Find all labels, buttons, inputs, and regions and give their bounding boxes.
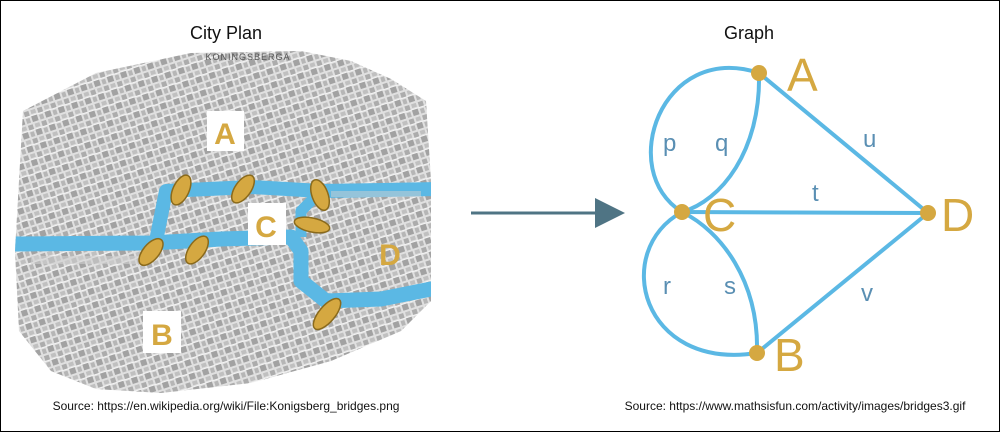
edge-p — [648, 65, 760, 214]
label-box-c — [248, 203, 286, 245]
edge-label-q: q — [715, 130, 728, 157]
edge-t — [681, 210, 929, 215]
edge-label-r: r — [663, 273, 671, 300]
map-caption: KONINGSBERGA — [205, 52, 290, 62]
bridge — [138, 237, 164, 267]
node-label-d: D — [941, 189, 974, 241]
edge-label-t: t — [812, 180, 819, 207]
city-plan-title: City Plan — [190, 23, 262, 43]
region-label-b: B — [151, 319, 173, 352]
edge-label-u: u — [863, 126, 876, 153]
label-box-b — [143, 311, 181, 353]
edge-u — [757, 71, 930, 215]
graph-title: Graph — [724, 23, 774, 43]
edge-label-v: v — [861, 280, 873, 307]
bridges — [138, 174, 342, 331]
edge-s — [681, 210, 760, 354]
bridge — [309, 178, 331, 212]
bridge — [312, 297, 342, 331]
graph-nodes — [674, 65, 936, 361]
edge-r — [642, 210, 758, 357]
city-plan-source: Source: https://en.wikipedia.org/wiki/Fi… — [53, 399, 400, 413]
node-b — [749, 345, 765, 361]
map-texture — [15, 51, 431, 393]
node-label-c: C — [703, 189, 736, 241]
bridge — [170, 174, 192, 206]
graph-source: Source: https://www.mathsisfun.com/activ… — [625, 399, 966, 413]
region-label-d: D — [379, 239, 401, 272]
edge-v — [755, 211, 930, 355]
edge-label-p: p — [663, 130, 676, 157]
bridge — [184, 235, 210, 265]
node-c — [674, 204, 690, 220]
region-label-a: A — [214, 118, 236, 151]
node-label-b: B — [774, 329, 805, 381]
edge-label-s: s — [724, 273, 736, 300]
node-label-a: A — [787, 49, 818, 101]
city-map: KONINGSBERGA A C D B — [15, 51, 431, 393]
graph-edges — [642, 65, 930, 357]
node-a — [751, 65, 767, 81]
region-label-c: C — [255, 211, 277, 244]
edge-q — [681, 72, 762, 214]
bridge — [293, 216, 331, 234]
bridge — [230, 174, 256, 204]
label-box-a — [207, 111, 244, 151]
node-d — [920, 205, 936, 221]
